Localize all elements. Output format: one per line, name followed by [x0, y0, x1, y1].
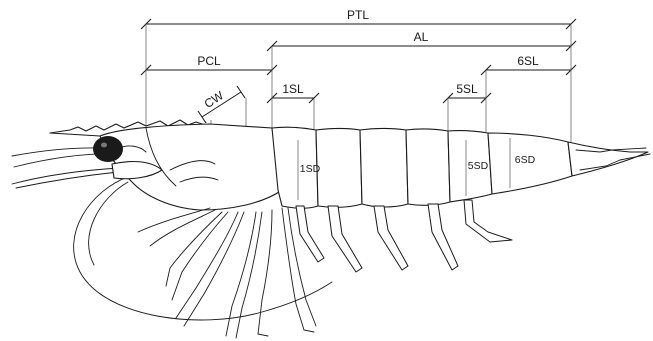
ptl-label: PTL [347, 8, 369, 22]
cw-tick-left [198, 111, 206, 123]
sl1-label: 1SL [282, 82, 304, 96]
sd5-label: 5SD [468, 160, 489, 172]
pleopod-2 [328, 206, 362, 272]
pleopod-4 [428, 204, 458, 270]
pereiopod-5 [282, 208, 314, 332]
shrimp-illustration [12, 120, 650, 338]
abdominal-segment-3 [360, 129, 408, 208]
pereiopod-1 [166, 212, 222, 286]
sd6-label: 6SD [515, 154, 536, 166]
pereiopod-2 [176, 212, 238, 318]
pereiopod-4 [258, 210, 272, 336]
pereiopod-3 [226, 212, 256, 336]
sl5-label: 5SL [456, 82, 478, 96]
abdominal-segment-4 [406, 129, 450, 205]
pleopod-3 [374, 206, 408, 270]
cw-label: CW [202, 88, 227, 111]
sl6-label: 6SL [517, 54, 539, 68]
pleopod-1 [296, 206, 324, 262]
eye [93, 136, 123, 162]
telson [568, 142, 648, 176]
sd1-label: 1SD [300, 163, 321, 175]
cw-tick-right [237, 86, 245, 98]
maxilliped-1 [138, 208, 210, 232]
pcl-label: PCL [197, 54, 221, 68]
antenna-lower [12, 168, 120, 184]
abdominal-segment-2 [316, 129, 362, 208]
al-label: AL [414, 30, 429, 44]
pleopod-5 [464, 200, 512, 242]
